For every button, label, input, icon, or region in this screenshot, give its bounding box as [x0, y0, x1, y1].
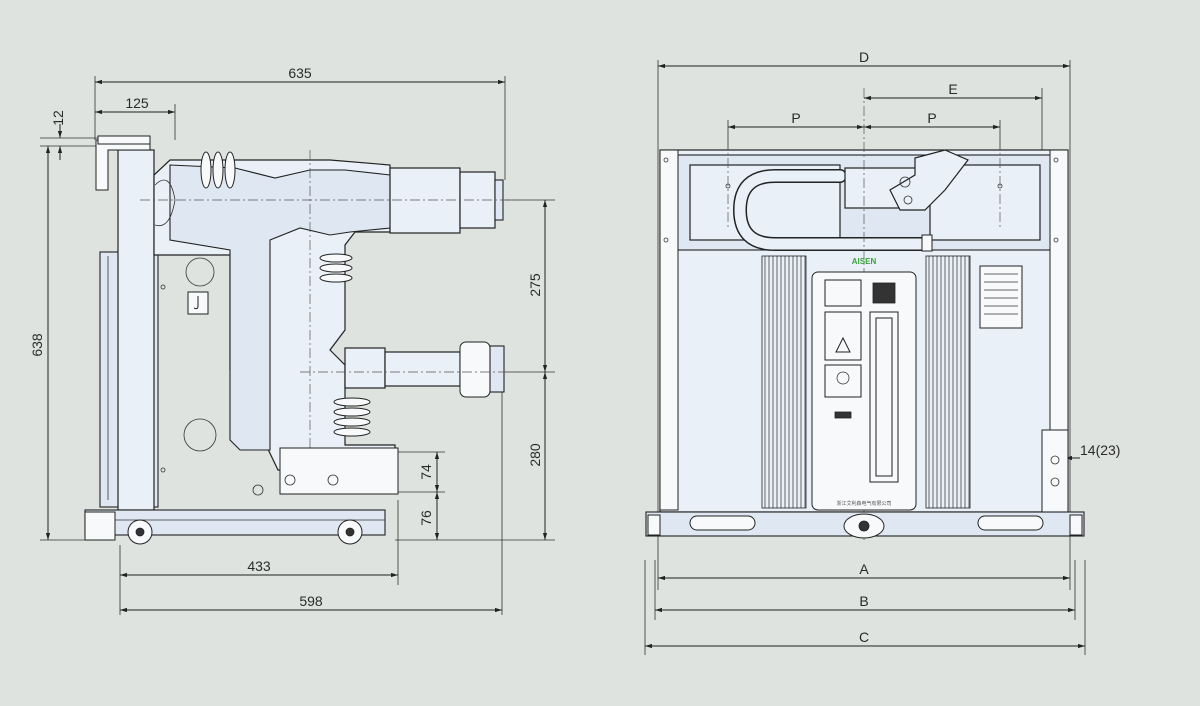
dim-b: B [859, 593, 868, 609]
slide-rail [279, 447, 399, 495]
maker-name: 浙江艾利森电气有限公司 [836, 500, 891, 507]
side-view: 635 125 12 638 275 280 182 74 76 433 598 [29, 65, 555, 615]
dim-76: 76 [418, 510, 434, 526]
lower-bushing [384, 351, 461, 387]
dim-14-23: 14(23) [1080, 442, 1120, 458]
left-handle [689, 515, 756, 531]
operation-counter [872, 282, 896, 304]
dim-c: C [859, 629, 869, 645]
left-vent-grill [761, 255, 807, 509]
dim-275: 275 [527, 273, 543, 297]
position-indicator [834, 411, 852, 419]
upper-insulator-fins [200, 151, 236, 189]
warning-label [824, 311, 862, 361]
charging-knob [836, 371, 850, 385]
dim-p-right: P [927, 110, 936, 126]
latch [84, 511, 116, 541]
dim-635: 635 [288, 65, 312, 81]
dim-638: 638 [29, 333, 45, 357]
dim-e: E [948, 81, 957, 97]
dim-598: 598 [299, 593, 323, 609]
dim-74: 74 [418, 464, 434, 480]
dim-125: 125 [125, 95, 149, 111]
dim-p-left: P [791, 110, 800, 126]
upper-bushing [389, 167, 461, 234]
upper-arm [169, 164, 391, 451]
right-vent-grill [925, 255, 971, 509]
middle-insulator-fins [319, 253, 353, 283]
front-view: D E P P A B C 14(23) [644, 49, 1120, 655]
lower-insulator-fins [333, 397, 371, 437]
side-frame [117, 149, 155, 511]
dim-12: 12 [50, 110, 66, 126]
dim-a: A [859, 561, 869, 577]
right-handle [977, 515, 1044, 531]
nameplate [979, 265, 1023, 329]
dim-280: 280 [527, 443, 543, 467]
dim-433: 433 [247, 558, 271, 574]
dim-d: D [859, 49, 869, 65]
brand-logo: AISEN [852, 257, 877, 266]
